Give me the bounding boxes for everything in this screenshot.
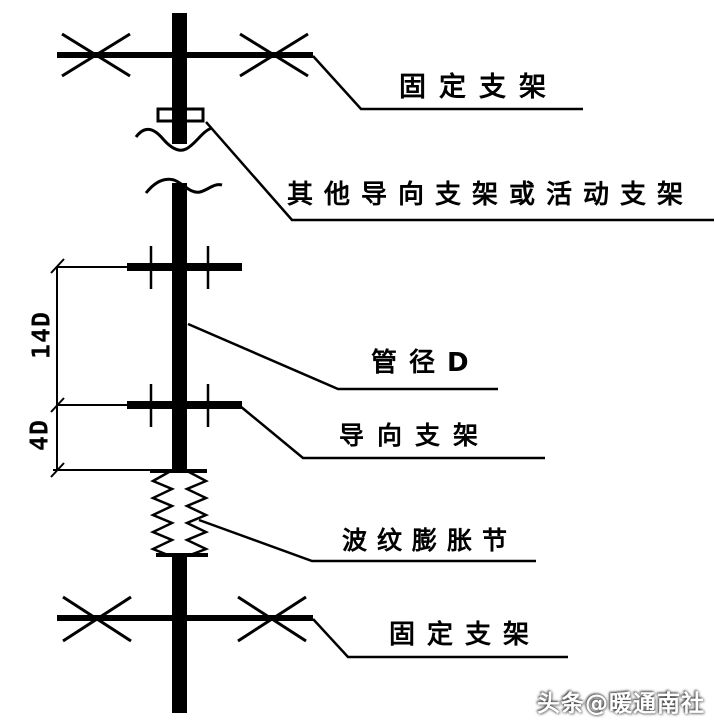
pipe-break-symbol bbox=[134, 126, 223, 194]
watermark-text: 头条@暖通南社 bbox=[537, 691, 705, 717]
guide-collar-symbol bbox=[156, 107, 205, 123]
dimension-text-4d: 4D bbox=[24, 418, 54, 452]
anchor-x-icon bbox=[237, 595, 307, 643]
label-pipe-diameter: 管径D bbox=[371, 348, 481, 378]
pipe-segment-bottom bbox=[172, 556, 187, 713]
anchor-x-icon bbox=[61, 32, 131, 78]
leader-guide-support bbox=[239, 405, 545, 460]
leader-fixed-bottom bbox=[312, 618, 568, 659]
leader-fixed-top bbox=[312, 55, 583, 111]
break-wave-upper bbox=[134, 126, 213, 152]
leader-other-guide bbox=[205, 121, 714, 222]
pipe bbox=[172, 13, 187, 713]
anchor-x-icon bbox=[239, 32, 309, 78]
dim-tick-slash bbox=[50, 258, 65, 274]
anchor-x-icon bbox=[62, 595, 132, 643]
label-guide-support: 导向支架 bbox=[339, 421, 492, 450]
pipe-segment-top bbox=[172, 13, 187, 144]
leader-bellows bbox=[198, 518, 536, 563]
pipe-segment-middle bbox=[172, 183, 187, 471]
fixed-support-top-symbol bbox=[57, 32, 313, 78]
break-wave-lower bbox=[144, 177, 223, 194]
dimension-text-14d: 14D bbox=[26, 310, 56, 360]
fixed-support-bottom-symbol bbox=[57, 595, 313, 643]
label-bellows-expansion-joint: 波纹膨胀节 bbox=[342, 526, 518, 555]
dimension-lines bbox=[50, 258, 152, 478]
dim-tick-slash bbox=[50, 397, 65, 413]
label-fixed-support-top: 固定支架 bbox=[399, 72, 559, 103]
bellows-zigzag-left bbox=[149, 470, 176, 557]
leader-pipe-diameter bbox=[187, 322, 498, 391]
label-fixed-support-bottom: 固定支架 bbox=[389, 620, 542, 650]
leader-lines bbox=[187, 55, 714, 659]
bellows-symbol bbox=[149, 469, 210, 557]
bellows-zigzag-right bbox=[183, 470, 210, 557]
dim-tick-slash bbox=[50, 462, 65, 478]
guide-support-lower-symbol bbox=[127, 384, 242, 427]
label-other-guide-support: 其他导向支架或活动支架 bbox=[287, 180, 695, 210]
guide-support-upper-symbol bbox=[127, 246, 242, 289]
